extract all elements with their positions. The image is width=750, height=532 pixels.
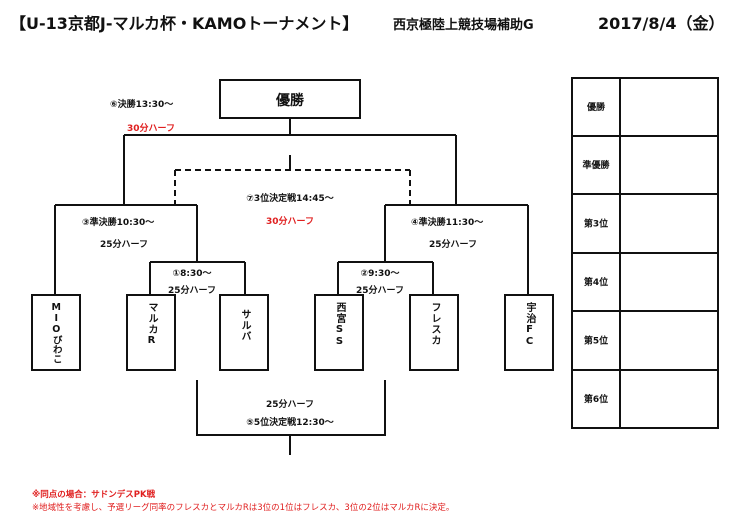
- team-slot-saruba: サルバ: [220, 295, 268, 370]
- team-slot-maruka-r: マルカR: [127, 295, 175, 370]
- team-name: 西宮SS: [334, 302, 345, 348]
- fifth-place-lines: [196, 380, 386, 455]
- tournament-title: 【U-13京都J-マルカ杯・KAMOトーナメント】: [10, 14, 358, 33]
- third-place-lines: [174, 169, 411, 205]
- team-slot-mio-biwako: MIOびわこ: [32, 295, 80, 370]
- team-name: サルバ: [239, 309, 250, 342]
- team-box: [409, 294, 459, 371]
- champion-label: 優勝: [275, 92, 305, 109]
- team-slot-nishinomiya-ss: 西宮SS: [315, 295, 363, 370]
- fifth-place-label: ⑤5位決定戦12:30～: [246, 416, 334, 428]
- results-row-label: 第6位: [584, 393, 608, 405]
- semi-right-format: 25分ハーフ: [429, 238, 477, 250]
- third-place-label: ⑦3位決定戦14:45～: [246, 192, 334, 204]
- team-box: [126, 294, 176, 371]
- third-place-format: 30分ハーフ: [266, 215, 314, 227]
- results-row-label: 優勝: [586, 101, 606, 113]
- team-name: 宇治FC: [524, 302, 535, 348]
- results-row-label: 第5位: [584, 335, 608, 347]
- date: 2017/8/4（金）: [598, 14, 725, 33]
- team-box: [504, 294, 554, 371]
- qf2-label: ②9:30～: [360, 269, 399, 279]
- team-slot-uji-fc: 宇治FC: [505, 295, 553, 370]
- table-grid: [572, 78, 718, 428]
- final-label: ⑥決勝13:30～: [110, 98, 173, 110]
- note-tiebreak: ※同点の場合：サドンデスPK戦: [32, 489, 156, 500]
- results-row-label: 第4位: [584, 276, 608, 288]
- team-name: マルカR: [146, 302, 157, 347]
- final-format: 30分ハーフ: [127, 122, 175, 134]
- semi-left-label: ③準決勝10:30～: [82, 216, 154, 228]
- results-row-label: 準優勝: [582, 159, 610, 171]
- qf1-format: 25分ハーフ: [168, 284, 216, 296]
- team-name: フレスカ: [429, 302, 440, 346]
- venue: 西京極陸上競技場補助G: [393, 17, 534, 33]
- qf1-lines: [149, 261, 246, 295]
- team-box: [31, 294, 81, 371]
- semi-left-format: 25分ハーフ: [100, 238, 148, 250]
- final-lines: [123, 118, 457, 205]
- team-name: MIOびわこ: [50, 302, 62, 364]
- bracket-lines: [31, 77, 719, 455]
- qf2-lines: [337, 261, 434, 295]
- fifth-place-format: 25分ハーフ: [266, 398, 314, 410]
- results-row-label: 第3位: [584, 218, 608, 230]
- semi-right-label: ④準決勝11:30～: [411, 216, 483, 228]
- team-box: [219, 294, 269, 371]
- team-box: [314, 294, 364, 371]
- qf1-label: ①8:30～: [172, 269, 211, 279]
- team-slot-fresca: フレスカ: [410, 295, 458, 370]
- semi-right-lines: [384, 204, 529, 295]
- qf2-format: 25分ハーフ: [356, 284, 404, 296]
- semi-left-lines: [54, 204, 198, 295]
- note-seeding: ※地域性を考慮し、予選リーグ同率のフレスカとマルカRは3位の1位はフレスカ、3位…: [32, 502, 454, 513]
